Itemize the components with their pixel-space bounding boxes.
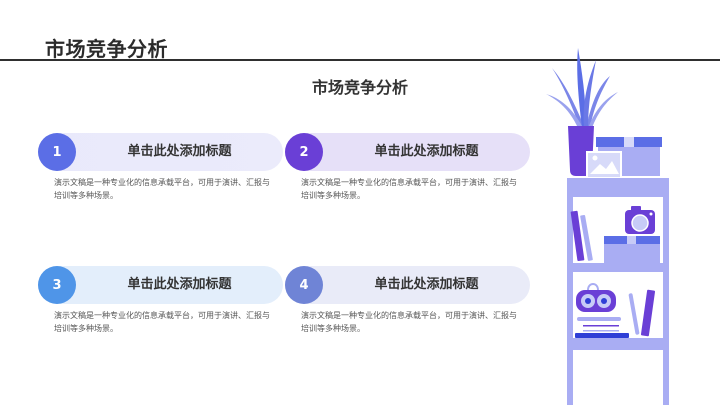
card-3-header[interactable]: 3 单击此处添加标题 bbox=[38, 266, 283, 304]
card-4: 4 单击此处添加标题 演示文稿是一种专业化的信息承载平台，可用于演讲、汇报与培训… bbox=[285, 266, 530, 335]
storage-box-icon bbox=[604, 243, 660, 263]
card-1-header[interactable]: 1 单击此处添加标题 bbox=[38, 133, 283, 171]
card-3: 3 单击此处添加标题 演示文稿是一种专业化的信息承载平台，可用于演讲、汇报与培训… bbox=[38, 266, 283, 335]
bookshelf-svg bbox=[546, 48, 669, 405]
card-3-description: 演示文稿是一种专业化的信息承载平台，可用于演讲、汇报与培训等多种场景。 bbox=[54, 311, 270, 333]
card-2-header[interactable]: 2 单击此处添加标题 bbox=[285, 133, 530, 171]
card-3-number-badge: 3 bbox=[38, 266, 76, 304]
book-flat-icon bbox=[575, 333, 629, 338]
card-1-title[interactable]: 单击此处添加标题 bbox=[127, 144, 232, 159]
book-icon bbox=[570, 210, 585, 262]
plant-leaves-icon bbox=[546, 48, 618, 128]
page-title: 市场竞争分析 bbox=[45, 37, 168, 61]
card-4-title[interactable]: 单击此处添加标题 bbox=[374, 277, 479, 292]
card-3-title[interactable]: 单击此处添加标题 bbox=[127, 277, 232, 292]
section-subtitle: 市场竞争分析 bbox=[0, 74, 720, 98]
card-2-number-badge: 2 bbox=[285, 133, 323, 171]
boombox-icon bbox=[576, 283, 616, 312]
section-subtitle-text: 市场竞争分析 bbox=[311, 78, 408, 97]
card-2-title[interactable]: 单击此处添加标题 bbox=[374, 144, 479, 159]
card-4-header[interactable]: 4 单击此处添加标题 bbox=[285, 266, 530, 304]
camera-icon bbox=[625, 206, 655, 234]
card-2: 2 单击此处添加标题 演示文稿是一种专业化的信息承载平台，可用于演讲、汇报与培训… bbox=[285, 133, 530, 202]
card-1-description: 演示文稿是一种专业化的信息承载平台，可用于演讲、汇报与培训等多种场景。 bbox=[54, 178, 270, 200]
card-1-number-badge: 1 bbox=[38, 133, 76, 171]
title-divider bbox=[0, 59, 720, 61]
card-4-number-badge: 4 bbox=[285, 266, 323, 304]
card-4-description: 演示文稿是一种专业化的信息承载平台，可用于演讲、汇报与培训等多种场景。 bbox=[301, 311, 517, 333]
card-2-description: 演示文稿是一种专业化的信息承载平台，可用于演讲、汇报与培训等多种场景。 bbox=[301, 178, 517, 200]
picture-frame-icon bbox=[586, 151, 622, 179]
bookshelf-illustration bbox=[540, 40, 680, 405]
card-1: 1 单击此处添加标题 演示文稿是一种专业化的信息承载平台，可用于演讲、汇报与培训… bbox=[38, 133, 283, 202]
book-upright-icon bbox=[640, 289, 656, 337]
